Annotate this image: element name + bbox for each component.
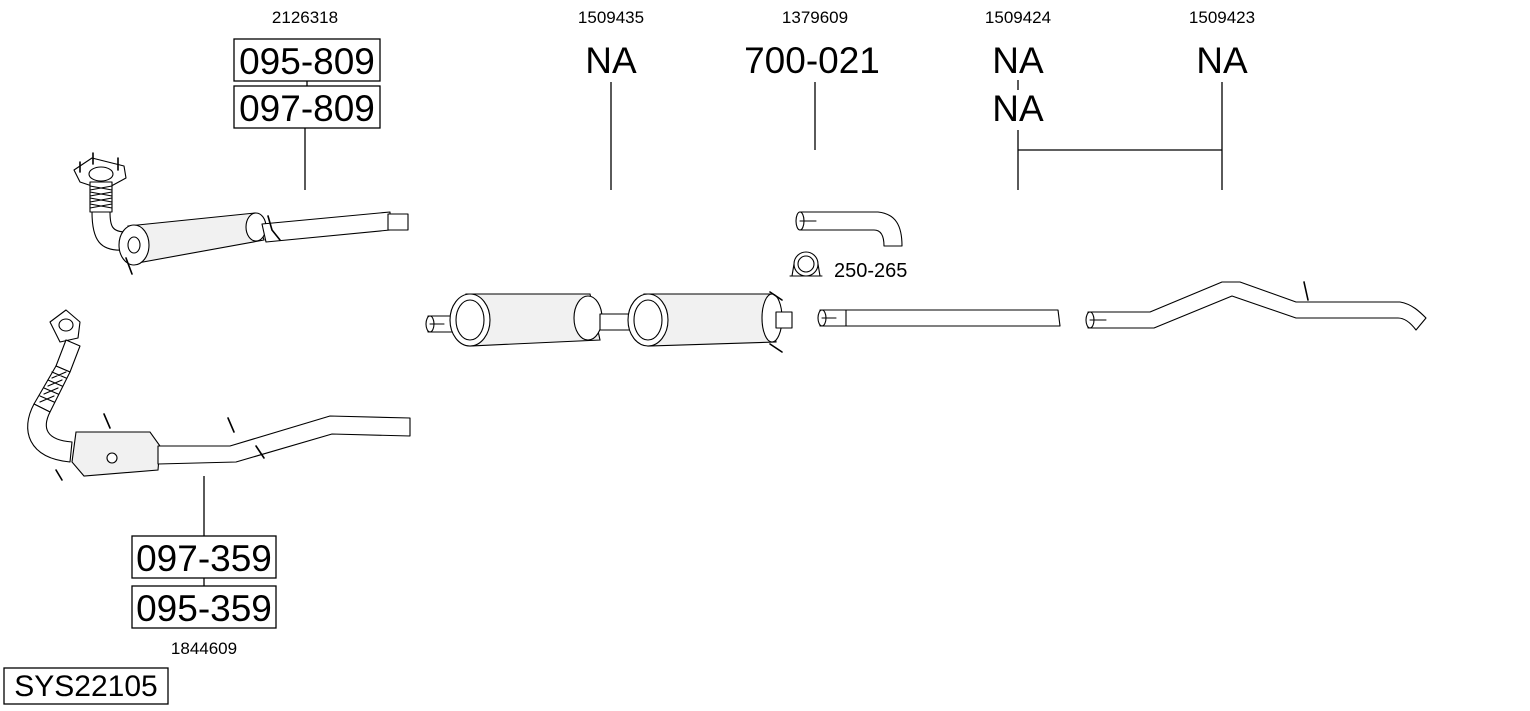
- clamp[interactable]: 250-265: [789, 251, 907, 282]
- group-tail-pipe: 1509423 NA: [1085, 8, 1427, 331]
- article-number-tail-pipe: 1509423: [1189, 8, 1255, 27]
- article-number-middle-silencer: 1509435: [578, 8, 644, 27]
- group-front-pipe-a: 2126318 095-809 097-809: [73, 8, 409, 275]
- ref-label-middle-pipe-1: NA: [992, 40, 1044, 81]
- sensor-port: [106, 452, 118, 464]
- middle-pipe-drawing: [817, 309, 1061, 327]
- hanger: [267, 215, 281, 241]
- clamp-ref-label: 250-265: [834, 260, 907, 282]
- hanger: [103, 413, 111, 429]
- front-pipe-a-drawing: [73, 152, 409, 275]
- tail-pipe-drawing: [1085, 281, 1427, 331]
- system-code: SYS22105: [3, 667, 169, 705]
- article-number-connector-pipe: 1379609: [782, 8, 848, 27]
- ref-box-front-pipe-a-2[interactable]: [233, 85, 381, 129]
- hanger: [125, 257, 133, 275]
- article-number-catalyst: 1844609: [171, 639, 237, 658]
- article-number-middle-pipe: 1509424: [985, 8, 1051, 27]
- flange-hole: [88, 166, 114, 182]
- hanger: [1303, 281, 1309, 301]
- pipe-clamp-icon: [789, 251, 823, 277]
- ref-label-middle-silencer: NA: [585, 40, 637, 81]
- ref-label-middle-pipe-2: NA: [992, 88, 1044, 129]
- outlet-pipe: [261, 211, 391, 243]
- bent-pipe: [799, 211, 903, 247]
- ref-label-catalyst-2: 095-359: [136, 588, 272, 629]
- system-code-box: [3, 667, 169, 705]
- group-middle-pipe: 1509424 NA NA: [817, 8, 1061, 327]
- outlet-stub: [775, 311, 793, 329]
- middle-silencer-drawing: [425, 291, 793, 353]
- hanger: [55, 469, 63, 481]
- ref-label-connector-pipe: 700-021: [744, 40, 880, 81]
- ref-label-tail-pipe: NA: [1196, 40, 1248, 81]
- group-connector-pipe: 1379609 700-021 250-265: [744, 8, 907, 282]
- ref-label-front-pipe-a-1: 095-809: [239, 41, 375, 82]
- outlet-pipe: [157, 415, 411, 465]
- flange-hole: [58, 318, 74, 332]
- ref-box-catalyst-2[interactable]: [131, 585, 277, 629]
- catalyst-drawing: [27, 309, 411, 481]
- hanger: [227, 417, 235, 433]
- ref-label-front-pipe-a-2: 097-809: [239, 88, 375, 129]
- connector-pipe-drawing: [795, 211, 903, 247]
- group-middle-silencer: 1509435 NA: [425, 8, 793, 353]
- article-number-front-pipe-a: 2126318: [272, 8, 338, 27]
- curved-tail-pipe: [1087, 281, 1427, 331]
- catalyst-body: [71, 431, 161, 477]
- pipe-bend: [27, 403, 73, 463]
- hanger: [769, 343, 783, 353]
- ref-label-catalyst-1: 097-359: [136, 538, 272, 579]
- straight-pipe: [819, 309, 1061, 327]
- system-code-label: SYS22105: [14, 670, 157, 703]
- group-catalyst: 097-359 095-359 1844609: [27, 309, 411, 658]
- hanger: [769, 291, 783, 301]
- hanger: [255, 445, 265, 459]
